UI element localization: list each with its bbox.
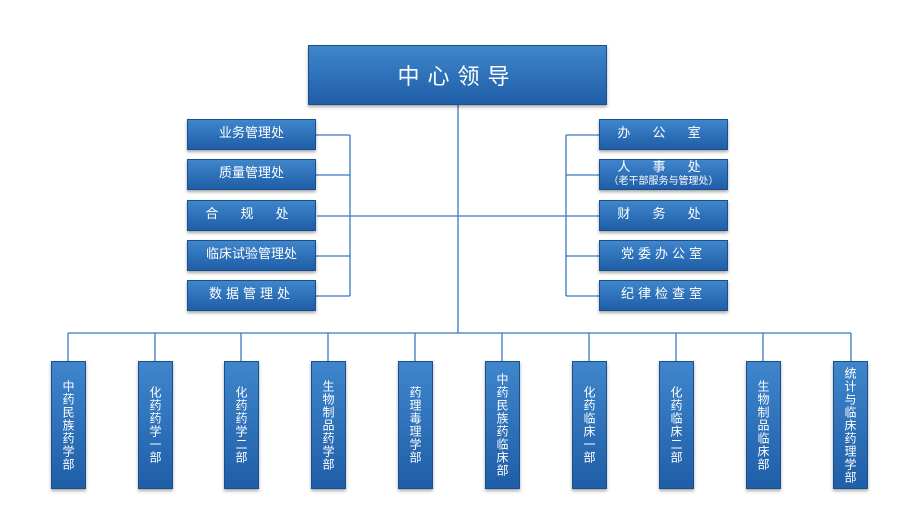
right-unit-label: 人 事 处: [617, 160, 710, 176]
right-unit-label: 办 公 室: [617, 126, 710, 142]
department-label: 药理毒理学部: [408, 386, 422, 464]
left-unit-label: 数据管理处: [208, 287, 294, 303]
department-label: 生物制品临床部: [756, 379, 770, 471]
center-leadership-label: 中心领导: [397, 65, 518, 90]
department-box-1: 化药药学一部: [138, 361, 173, 489]
department-box-9: 统计与临床药理学部: [833, 361, 868, 489]
department-box-2: 化药药学二部: [224, 361, 259, 489]
department-box-3: 生物制品药学部: [311, 361, 346, 489]
department-box-8: 生物制品临床部: [746, 361, 781, 489]
left-unit-label: 业务管理处: [218, 126, 284, 142]
department-box-4: 药理毒理学部: [398, 361, 433, 489]
department-label: 化药药学二部: [234, 386, 248, 464]
right-unit-1: 人 事 处 （老干部服务与管理处）: [599, 159, 728, 190]
left-unit-0: 业务管理处: [187, 119, 316, 150]
right-unit-label: 财 务 处: [617, 207, 710, 223]
right-unit-3: 党委办公室: [599, 240, 728, 271]
right-unit-4: 纪律检查室: [599, 280, 728, 311]
department-box-6: 化药临床一部: [572, 361, 607, 489]
department-box-7: 化药临床二部: [659, 361, 694, 489]
department-label: 中药民族药学部: [61, 379, 75, 471]
department-label: 中药民族药临床部: [495, 373, 509, 477]
left-unit-2: 合 规 处: [187, 200, 316, 231]
department-label: 化药临床二部: [669, 386, 683, 464]
left-unit-label: 合 规 处: [205, 207, 298, 223]
left-unit-4: 数据管理处: [187, 280, 316, 311]
left-unit-label: 临床试验管理处: [205, 247, 297, 263]
left-unit-1: 质量管理处: [187, 159, 316, 190]
department-label: 生物制品药学部: [321, 379, 335, 471]
right-unit-sublabel: （老干部服务与管理处）: [608, 176, 719, 188]
right-unit-2: 财 务 处: [599, 200, 728, 231]
center-leadership-box: 中心领导: [308, 45, 607, 105]
department-label: 化药临床一部: [582, 386, 596, 464]
right-unit-label: 党委办公室: [620, 247, 706, 263]
left-unit-label: 质量管理处: [218, 166, 284, 182]
right-unit-0: 办 公 室: [599, 119, 728, 150]
department-label: 统计与临床药理学部: [843, 366, 857, 484]
left-unit-3: 临床试验管理处: [187, 240, 316, 271]
department-box-5: 中药民族药临床部: [485, 361, 520, 489]
right-unit-label: 纪律检查室: [620, 287, 706, 303]
department-box-0: 中药民族药学部: [51, 361, 86, 489]
department-label: 化药药学一部: [148, 386, 162, 464]
